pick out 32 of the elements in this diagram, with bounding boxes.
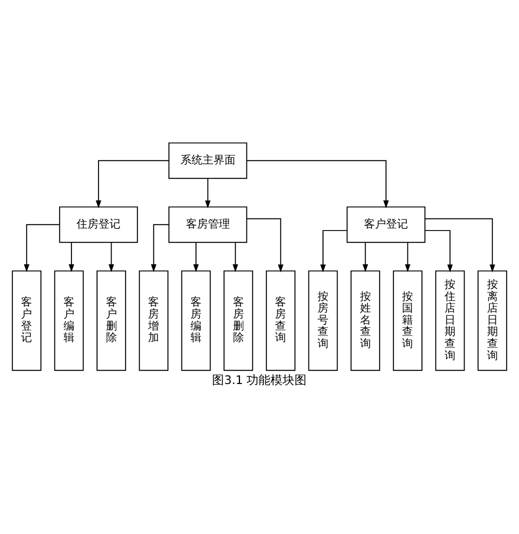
arrow xyxy=(24,224,60,272)
arrow xyxy=(108,242,114,272)
arrow xyxy=(232,242,238,272)
node-box: 按房号查询 xyxy=(308,270,338,371)
node-box: 客户删除 xyxy=(96,270,126,371)
arrow xyxy=(424,230,453,272)
node-box: 客房增加 xyxy=(138,270,168,371)
node-box: 系统主界面 xyxy=(168,142,248,179)
node-box: 住房登记 xyxy=(59,206,138,243)
arrow xyxy=(68,242,74,272)
node-box: 客房管理 xyxy=(168,206,248,243)
node-box: 客户登记 xyxy=(12,270,42,371)
arrow xyxy=(193,242,199,272)
node-box: 按国籍查询 xyxy=(392,270,422,371)
node-box: 客房编辑 xyxy=(181,270,211,371)
node-box: 按离店日期查询 xyxy=(478,270,508,371)
arrow xyxy=(424,218,496,272)
node-box: 客房查询 xyxy=(266,270,296,371)
arrow xyxy=(404,242,410,272)
arrow xyxy=(362,242,368,272)
arrow xyxy=(96,160,170,208)
node-box: 客房删除 xyxy=(224,270,254,371)
arrow xyxy=(320,230,348,272)
arrow xyxy=(205,178,211,208)
caption: 图3.1 功能模块图 xyxy=(212,372,307,387)
node-box: 按住店日期查询 xyxy=(435,270,465,371)
arrow xyxy=(150,224,170,272)
arrow xyxy=(246,160,389,208)
arrow xyxy=(246,218,284,272)
node-box: 按姓名查询 xyxy=(350,270,380,371)
node-box: 客户登记 xyxy=(346,206,426,243)
node-box: 客户编辑 xyxy=(54,270,84,371)
